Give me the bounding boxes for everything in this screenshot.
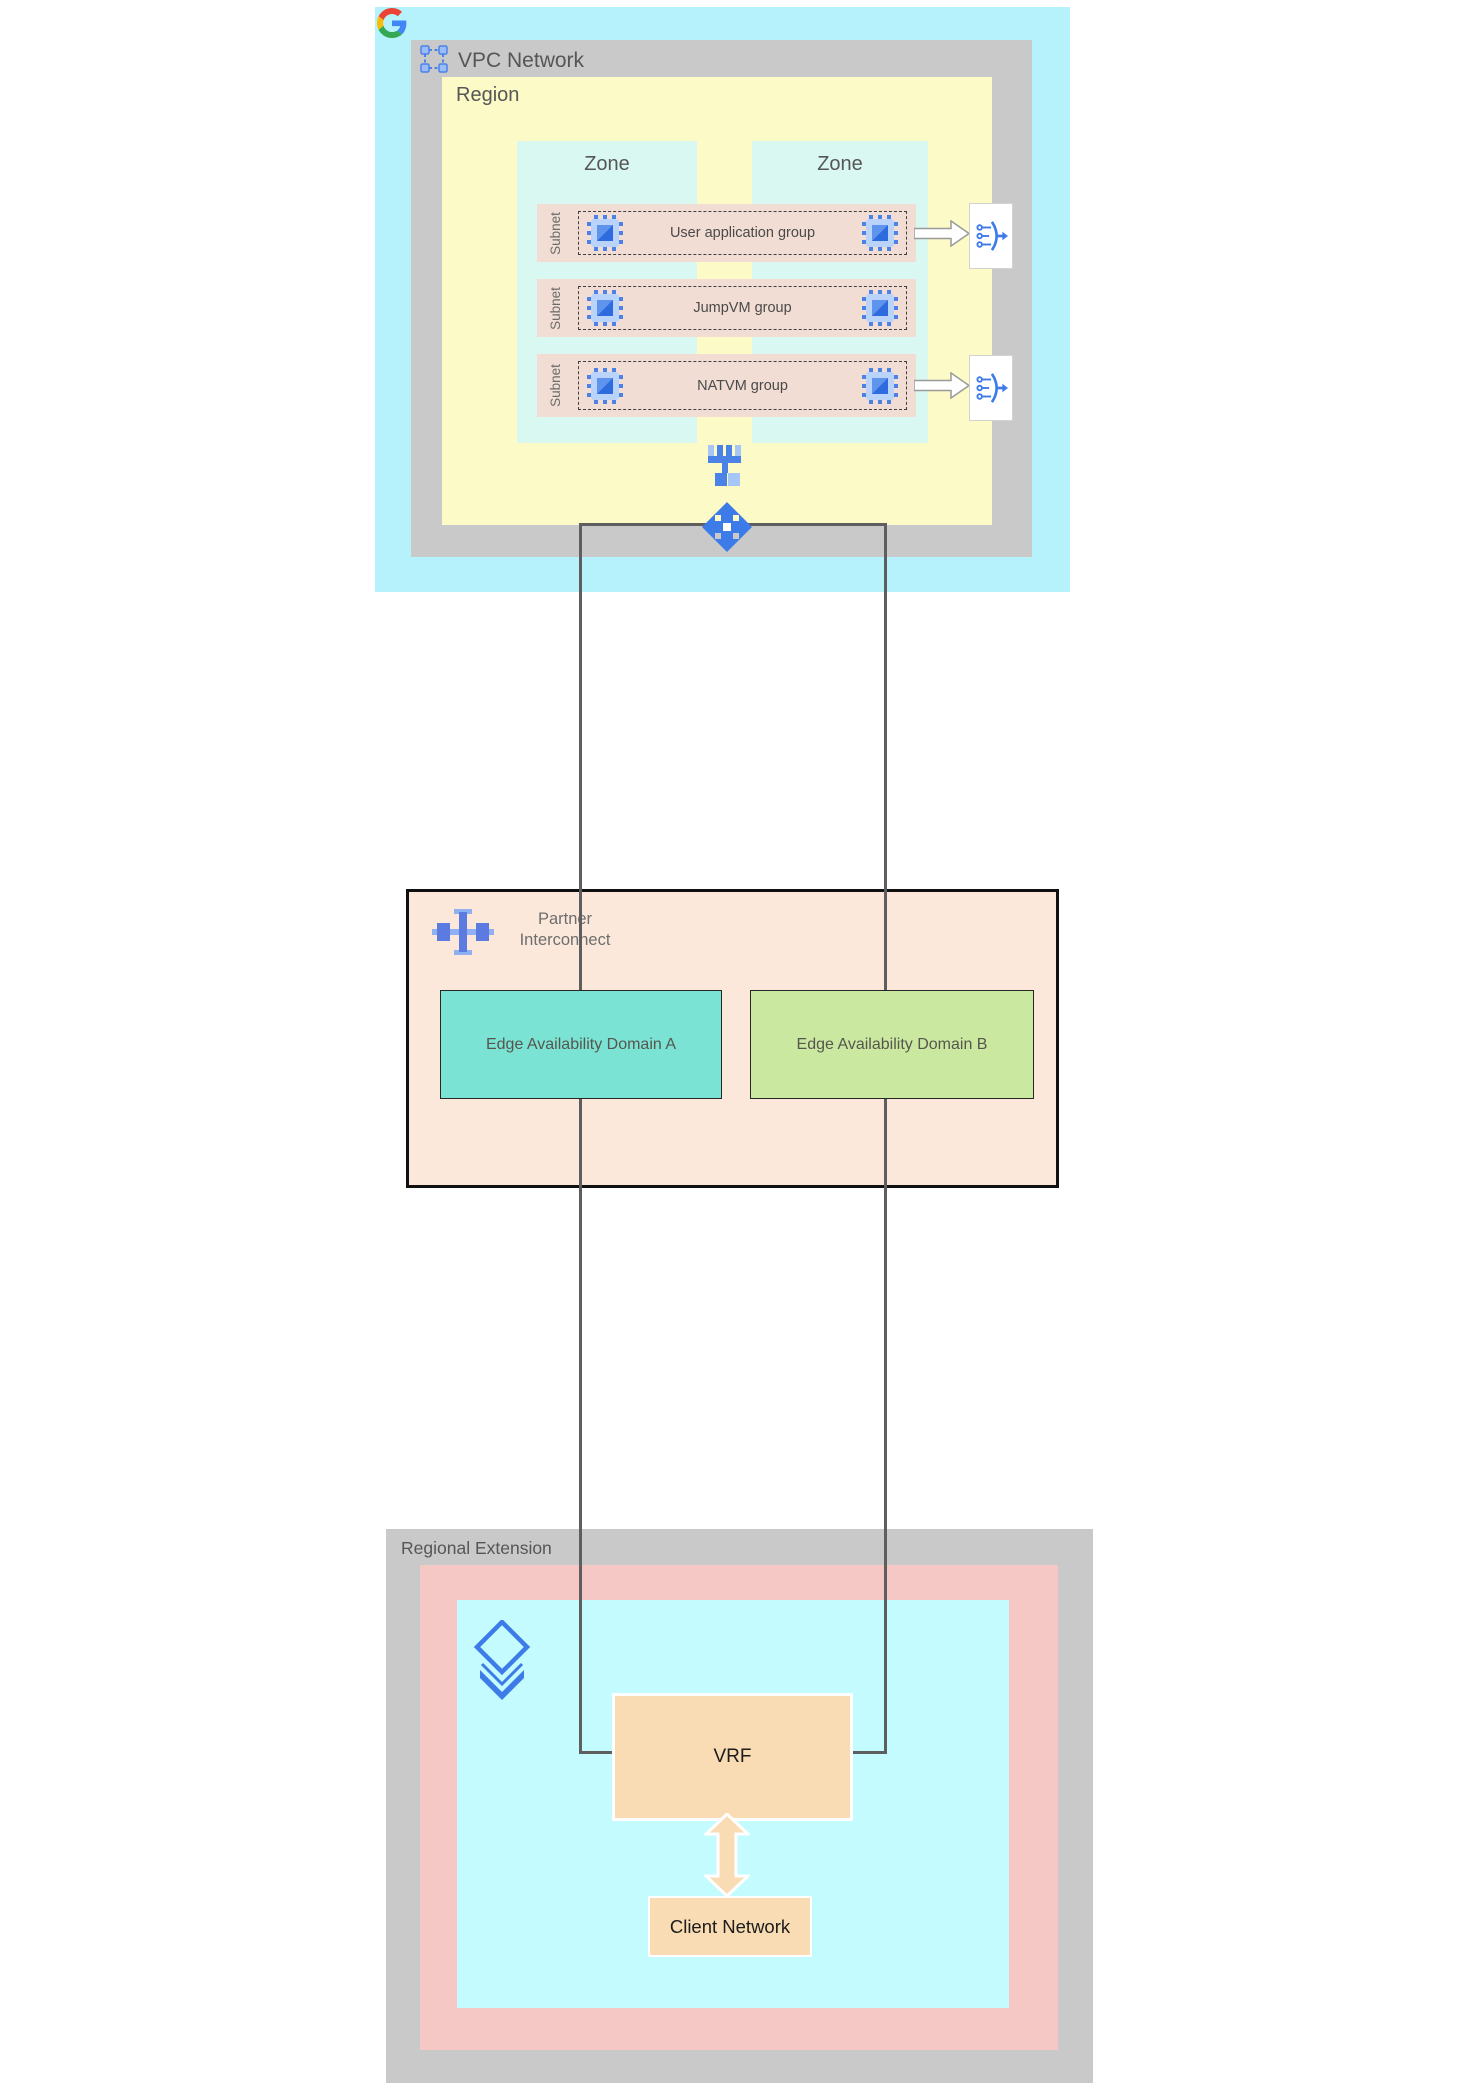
bidirectional-arrow-icon [704, 1813, 750, 1897]
compute-vm-icon [587, 290, 623, 326]
compute-vm-icon [862, 215, 898, 251]
zone-label: Zone [817, 153, 863, 175]
load-balancer-icon [976, 221, 1008, 251]
zone-label: Zone [584, 153, 630, 175]
vm-group-box: User application group [578, 211, 907, 255]
network-tree-icon [708, 445, 741, 486]
compute-vm-icon [587, 367, 623, 404]
subnet-label-wrap: Subnet [537, 279, 573, 337]
vm-group-label: User application group [669, 225, 816, 241]
google-logo-icon [377, 8, 407, 38]
compute-vm-icon [587, 215, 623, 251]
edge-availability-domain-a-label: Edge Availability Domain A [485, 1035, 677, 1053]
regional-extension-label: Regional Extension [401, 1538, 552, 1558]
vm-group-box: JumpVM group [578, 286, 907, 330]
vm-group-box: NATVM group [578, 361, 907, 410]
subnet-row: Subnet NATVM group [537, 354, 916, 417]
load-balancer-icon [976, 373, 1008, 403]
compute-vm-icon [862, 290, 898, 326]
connector-line [579, 1751, 614, 1754]
vpc-icon [420, 45, 448, 73]
block-arrow-icon [914, 372, 970, 399]
connector-line [884, 523, 887, 1754]
subnet-label-wrap: Subnet [537, 204, 573, 262]
vm-group-label: JumpVM group [693, 300, 792, 316]
subnet-label: Subnet [547, 286, 563, 330]
subnet-label: Subnet [547, 364, 563, 407]
subnet-row: Subnet User application group [537, 204, 916, 262]
region-label: Region [456, 84, 520, 106]
partner-interconnect-label-line2: Interconnect [519, 931, 611, 949]
edge-availability-domain-a-box: Edge Availability Domain A [440, 990, 722, 1099]
subnet-label-wrap: Subnet [537, 354, 573, 417]
edge-availability-domain-b-label: Edge Availability Domain B [796, 1035, 988, 1053]
partner-interconnect-label: Partner Interconnect [490, 909, 640, 951]
connector-line [579, 523, 582, 1754]
subnet-row: Subnet JumpVM group [537, 279, 916, 337]
interconnect-icon [432, 909, 494, 955]
connector-line [845, 1751, 887, 1754]
client-network-label: Client Network [669, 1915, 791, 1937]
client-network-box: Client Network [648, 1896, 812, 1957]
cloud-router-icon [702, 502, 752, 552]
vpc-network-label: VPC Network [458, 49, 585, 72]
subnet-label: Subnet [547, 211, 563, 255]
load-balancer-card [969, 355, 1013, 421]
vm-group-label: NATVM group [697, 377, 788, 394]
vrf-box: VRF [612, 1693, 853, 1821]
vrf-label: VRF [713, 1746, 752, 1767]
block-arrow-icon [914, 220, 970, 247]
partner-interconnect-label-line1: Partner [537, 910, 593, 928]
edge-availability-domain-b-box: Edge Availability Domain B [750, 990, 1034, 1099]
load-balancer-card [969, 203, 1013, 269]
stacked-diamond-icon [473, 1620, 531, 1700]
compute-vm-icon [862, 367, 898, 404]
